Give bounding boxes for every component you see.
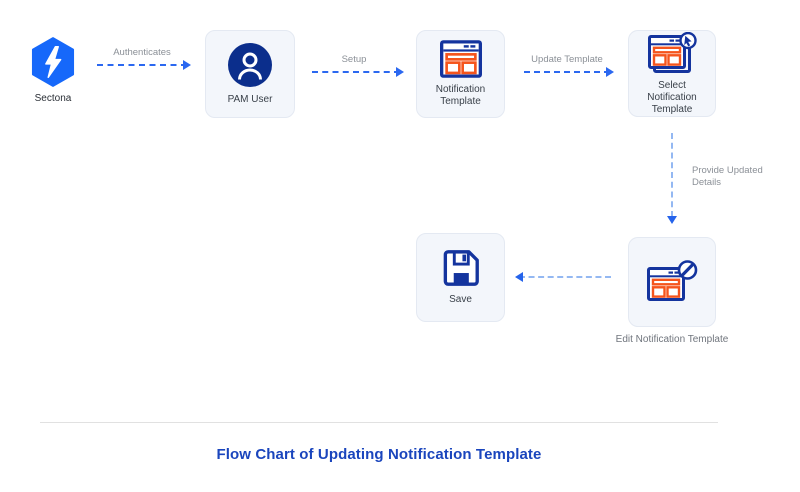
sectona-label: Sectona xyxy=(34,93,72,104)
edit-to-save-arrow xyxy=(515,272,611,282)
update-template-arrow-label: Update Template xyxy=(531,54,603,65)
authenticates-arrow-label: Authenticates xyxy=(113,47,171,58)
template-window-pencil-icon xyxy=(647,260,698,301)
provide-updated-details-arrow-label: Provide Updated Details xyxy=(692,165,763,188)
node-sectona: Sectona xyxy=(23,37,83,104)
notification-template-label: Notification Template xyxy=(435,84,486,107)
authenticates-arrow xyxy=(97,60,191,70)
provide-updated-details-arrow xyxy=(667,133,677,224)
footer-divider xyxy=(40,422,718,423)
pam-user-label: PAM User xyxy=(227,93,273,105)
setup-arrow xyxy=(312,67,404,77)
node-notification-template: Notification Template xyxy=(416,30,505,118)
select-notification-template-label: Select Notification Template xyxy=(647,79,697,115)
node-edit-notification-template xyxy=(628,237,716,327)
update-template-arrow xyxy=(524,67,614,77)
setup-arrow-label: Setup xyxy=(341,54,367,65)
floppy-disk-icon xyxy=(443,250,479,286)
node-save: Save xyxy=(416,233,505,322)
node-select-notification-template: Select Notification Template xyxy=(628,30,716,117)
edit-notification-template-label: Edit Notification Template xyxy=(615,334,729,345)
user-circle-icon xyxy=(228,42,272,87)
template-window-cursor-icon xyxy=(648,31,697,73)
template-window-icon xyxy=(439,40,482,78)
node-pam-user: PAM User xyxy=(205,30,295,118)
sectona-lightning-hexagon-icon xyxy=(31,37,75,87)
save-label: Save xyxy=(449,294,472,305)
flow-chart-title: Flow Chart of Updating Notification Temp… xyxy=(216,446,542,463)
